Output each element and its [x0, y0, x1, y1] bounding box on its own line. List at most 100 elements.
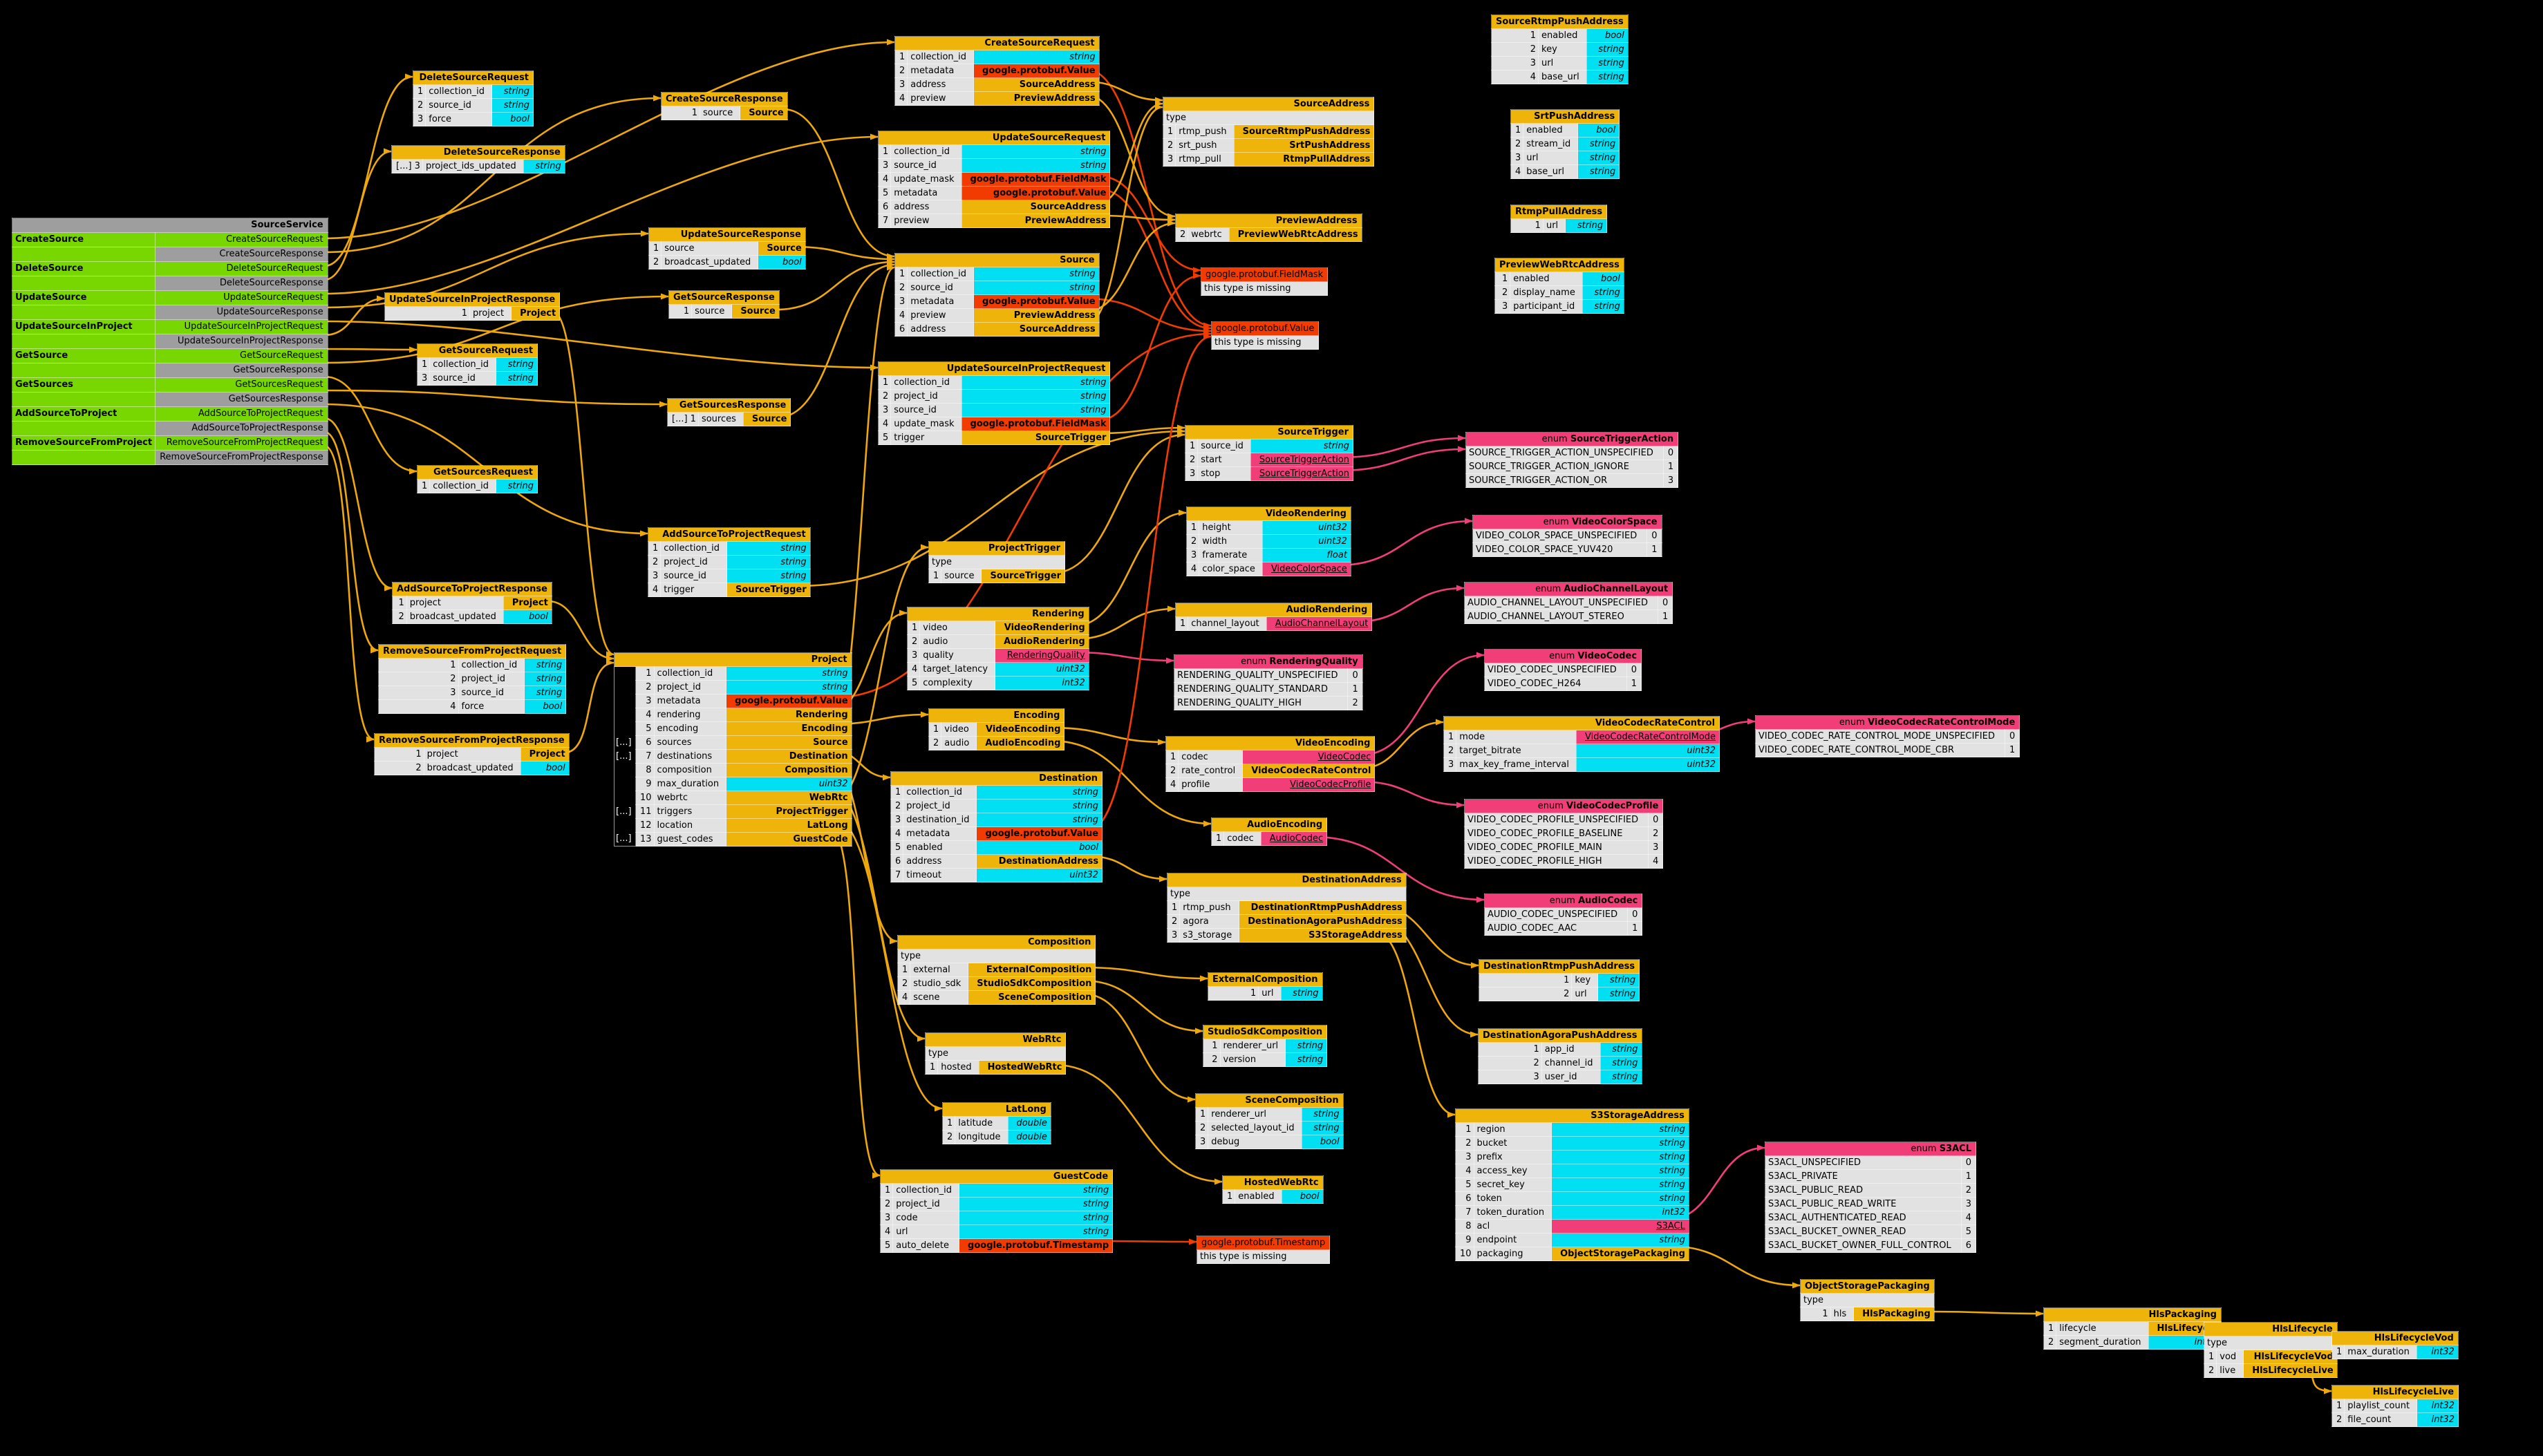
edge-19: [782, 108, 895, 260]
field-name: url: [1258, 986, 1282, 1001]
field-type: Source: [740, 106, 788, 120]
rpc-method-name: [11, 276, 156, 291]
field-type: LatLong: [726, 818, 852, 833]
enum-value-number: 0: [1627, 907, 1643, 922]
field-number: 1: [906, 621, 921, 635]
field-name: rtmp_push: [1175, 124, 1235, 139]
field-type: string: [961, 389, 1111, 404]
field-name: collection_id: [429, 357, 497, 372]
field-type: string: [496, 357, 538, 372]
field-number: 2: [647, 555, 661, 569]
field-name: prefix: [1473, 1150, 1552, 1164]
edge-3: [323, 148, 392, 281]
edge-50: [1338, 435, 1466, 459]
edge-6: [323, 320, 879, 371]
field-number: [...] 3: [391, 159, 423, 173]
field-name: video: [919, 621, 996, 635]
enum-name: RenderingQuality: [1269, 656, 1358, 667]
field-type: string: [524, 672, 567, 686]
service-row: UpdateSourceResponse: [11, 305, 328, 320]
field-type: string: [1551, 1122, 1689, 1137]
field-number: 1: [1510, 123, 1524, 138]
service-row: RemoveSourceFromProjectResponse: [11, 450, 328, 465]
field-number: 1: [897, 963, 911, 977]
field-name: project: [423, 747, 521, 762]
enum-value-number: 3: [1960, 1197, 1977, 1211]
table-title: RemoveSourceFromProjectRequest: [377, 644, 567, 659]
rpc-message-type: AddSourceToProjectRequest: [155, 406, 328, 422]
field-name: collection_id: [660, 541, 728, 556]
field-number: [...] 1: [667, 412, 699, 426]
field-number: 1: [894, 267, 908, 281]
field-number: 5: [635, 721, 655, 736]
field-type: SrtPushAddress: [1233, 138, 1375, 153]
field-type: bool: [1281, 1189, 1324, 1204]
field-type: google.protobuf.Value: [973, 294, 1100, 309]
edge-15: [323, 444, 375, 743]
enum-name: SourceTriggerAction: [1570, 433, 1674, 444]
field-type: google.protobuf.Value: [726, 694, 852, 708]
field-name: display_name: [1510, 285, 1583, 300]
field-type: PreviewWebRtcAddress: [1228, 227, 1362, 242]
field-type: DestinationRtmpPushAddress: [1239, 900, 1407, 915]
field-number: 3: [879, 1211, 894, 1225]
rpc-method-name: [11, 421, 156, 436]
field-number: 4: [1165, 777, 1179, 792]
enum-value-number: 5: [1960, 1225, 1977, 1239]
field-type: int32: [2417, 1399, 2459, 1413]
field-name: destination_id: [903, 813, 977, 827]
enum-value-name: VIDEO_CODEC_H264: [1484, 677, 1627, 691]
field-type: DestinationAddress: [976, 854, 1103, 869]
field-name: target_latency: [919, 662, 996, 677]
field-type: Destination: [726, 749, 852, 764]
field-type: SourceTriggerAction: [1250, 466, 1354, 481]
field-number: 2: [906, 634, 921, 649]
field-type: Source: [731, 304, 780, 319]
table-title: SourceTrigger: [1184, 425, 1354, 439]
field-name: collection_id: [907, 50, 975, 64]
field-type: string: [1577, 164, 1620, 179]
field-name: enabled: [903, 840, 977, 855]
field-number: 7: [890, 868, 904, 882]
field-name: source_id: [660, 569, 728, 583]
field-type: Source: [726, 735, 852, 750]
enum-value-number: 0: [1960, 1155, 1977, 1170]
field-type: string: [961, 403, 1111, 417]
field-type: string: [726, 555, 811, 569]
edge-8: [323, 346, 417, 353]
field-name: hosted: [937, 1060, 979, 1075]
field-name: video: [941, 722, 977, 737]
field-name: source: [941, 569, 982, 583]
field-number: 1: [1478, 1042, 1542, 1057]
field-number: 5: [877, 431, 892, 445]
